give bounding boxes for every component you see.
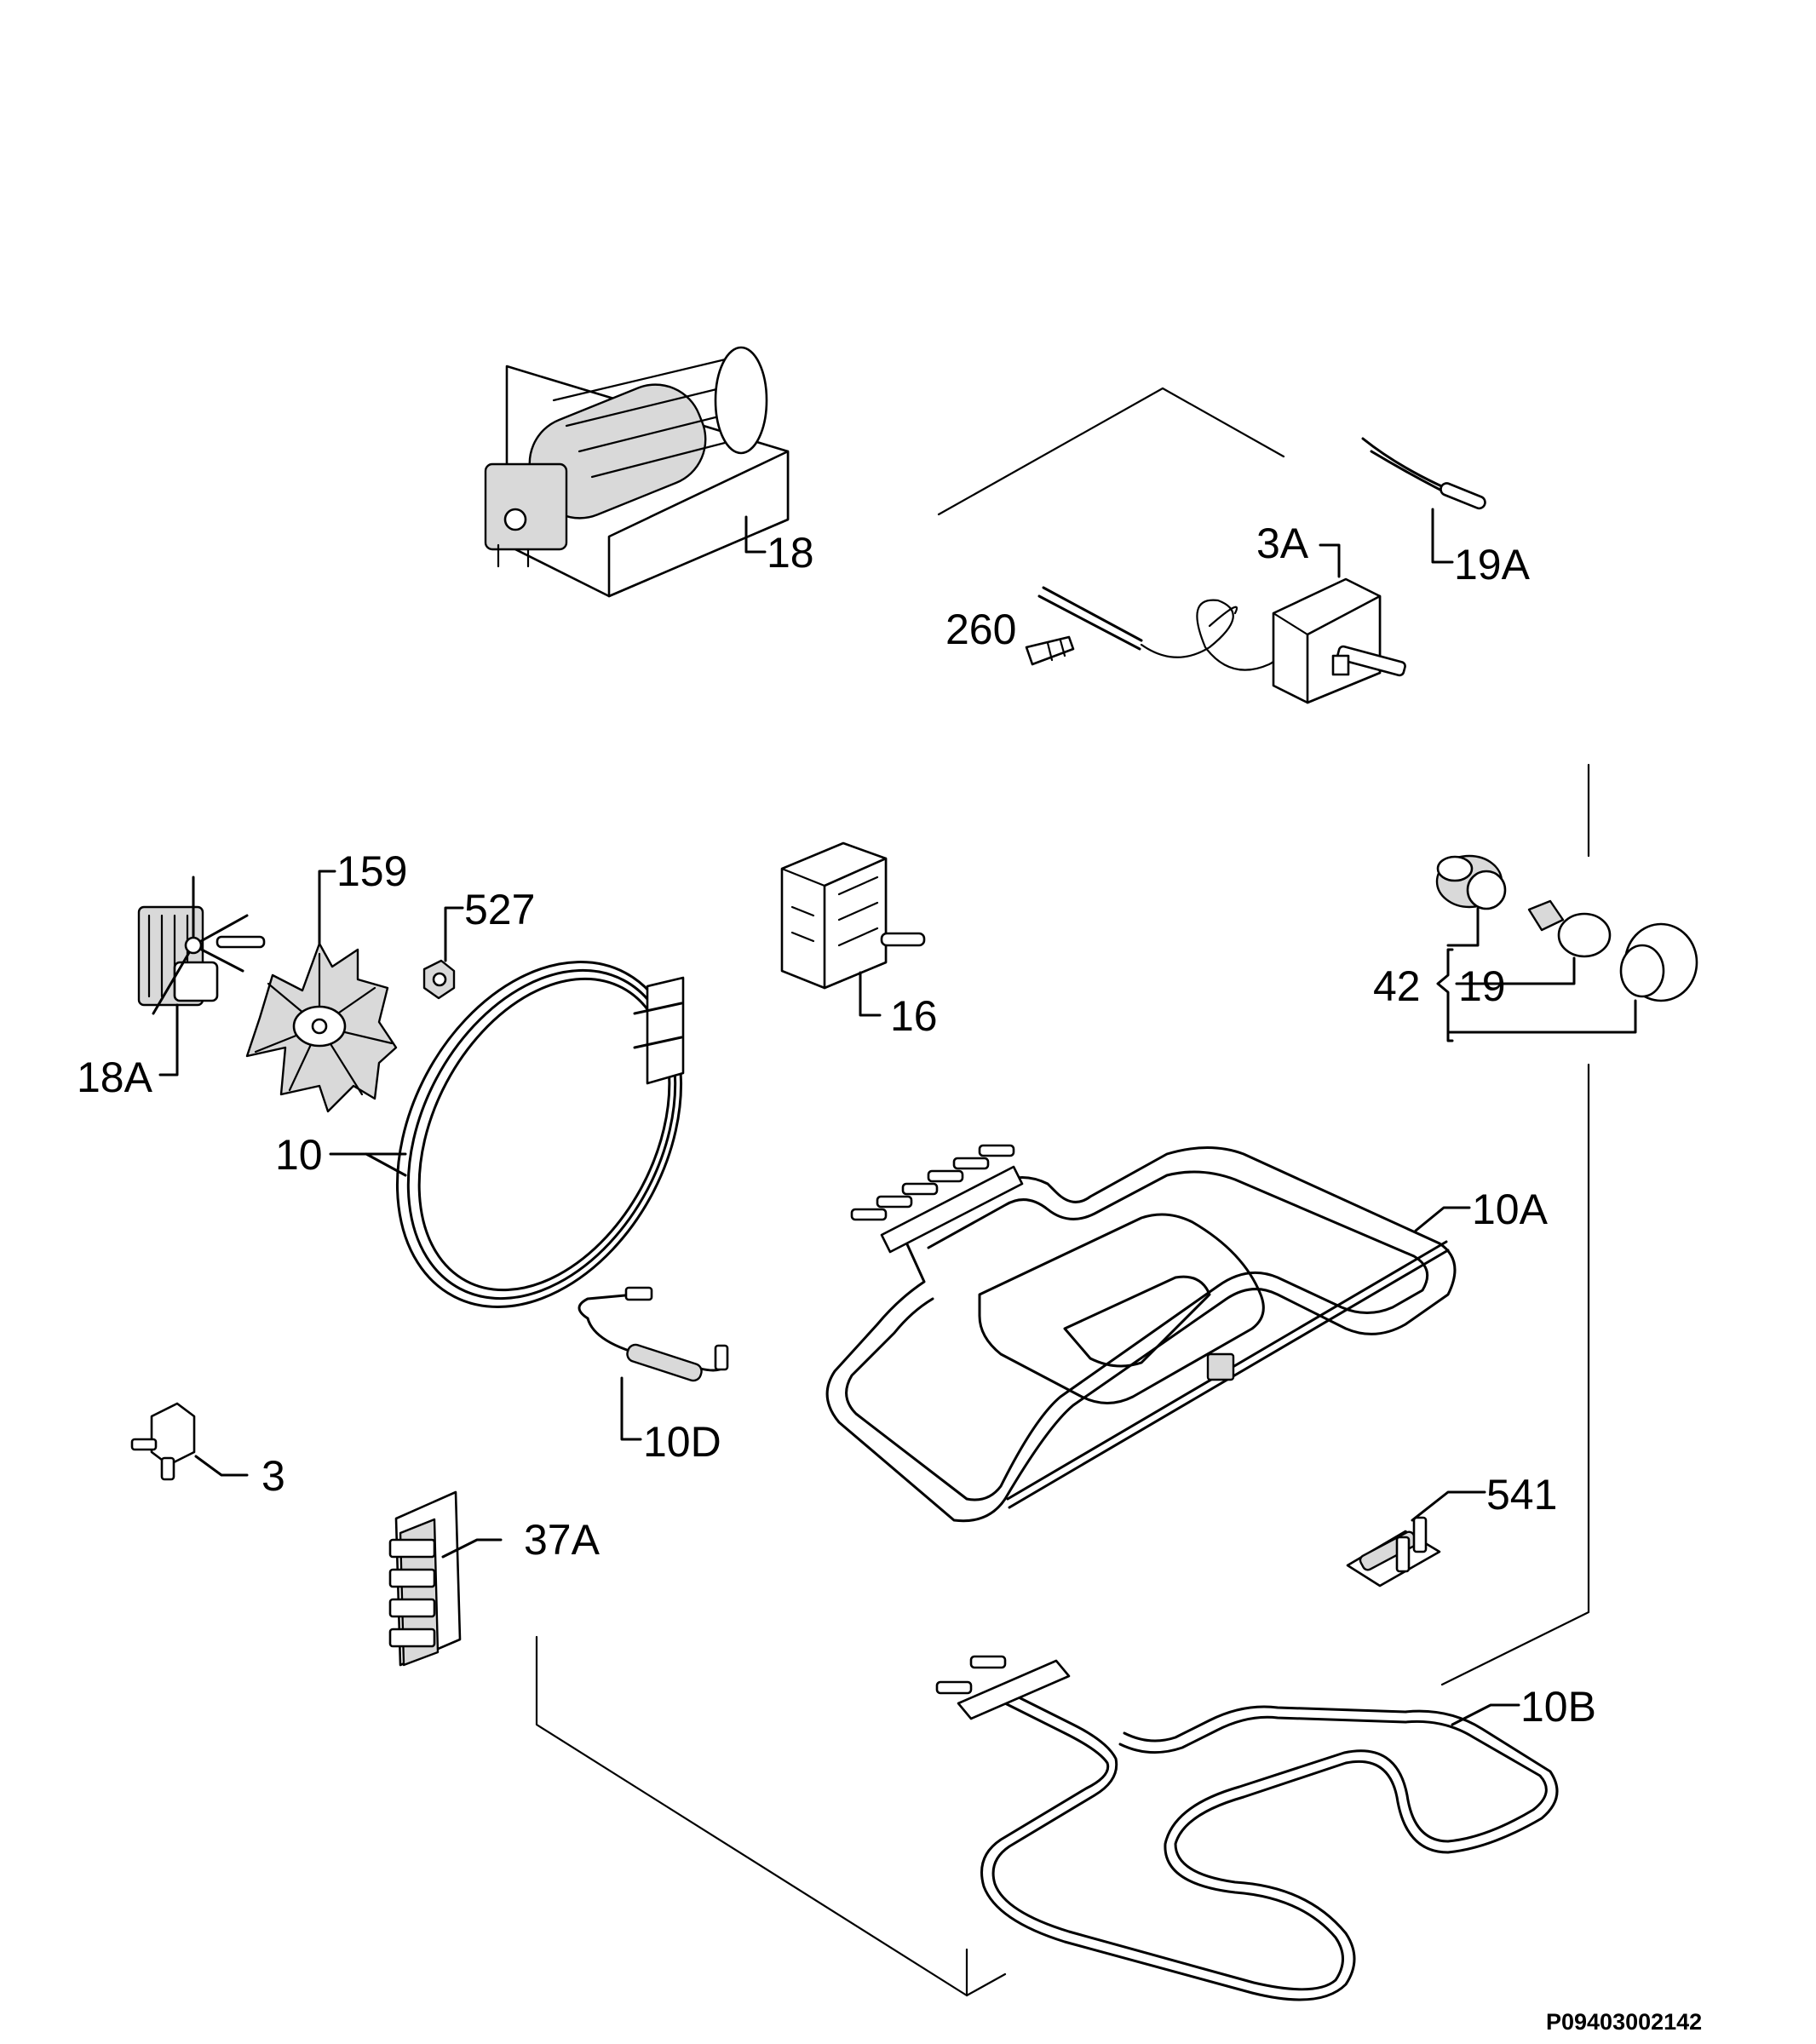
assembly-outline-right [1440, 763, 1590, 1686]
grill-element-10a-part [825, 1144, 1457, 1523]
selector-switch-16-part [780, 841, 926, 990]
leader-37a [441, 1538, 503, 1559]
thermostat-3a-part [1037, 577, 1406, 704]
label-3: 3 [261, 1452, 285, 1500]
label-18: 18 [767, 529, 814, 577]
label-19a: 19A [1454, 541, 1531, 589]
leader-159 [318, 870, 336, 945]
bracket-42 [1436, 907, 1637, 1042]
label-16: 16 [890, 992, 938, 1040]
leader-10-b [365, 1152, 407, 1177]
leader-10d [620, 1376, 642, 1441]
leader-10a [1414, 1206, 1471, 1232]
leader-3 [194, 1455, 249, 1477]
thermal-cutout-3-part [130, 1402, 196, 1481]
nut-527-part [422, 959, 456, 1000]
fan-blade-159-part [245, 942, 398, 1113]
leader-527 [444, 906, 464, 962]
clip-260-part [1025, 635, 1075, 666]
assembly-outline-bottom [535, 1635, 1007, 1997]
label-260: 260 [945, 606, 1016, 653]
leader-19a [1431, 508, 1454, 564]
label-19: 19 [1458, 962, 1506, 1010]
leader-541 [1411, 1490, 1486, 1522]
label-10: 10 [275, 1131, 323, 1179]
label-541: 541 [1486, 1471, 1557, 1519]
label-159: 159 [336, 847, 407, 895]
wire-19a-part [1361, 437, 1486, 510]
thermal-fuse-10d-part [578, 1286, 729, 1382]
leader-18 [744, 515, 767, 554]
lamp-bulb-part [1527, 899, 1612, 958]
leader-3a [1319, 543, 1341, 578]
drawing-code: P09403002142 [1546, 2009, 1702, 2035]
leader-16 [859, 971, 882, 1017]
label-10a: 10A [1472, 1186, 1549, 1233]
connector-541-part [1346, 1516, 1441, 1588]
bottom-element-10b-part [935, 1655, 1559, 2001]
lamp-holder-part [1435, 854, 1507, 910]
label-10d: 10D [643, 1418, 721, 1466]
circular-element-10-part [395, 961, 685, 1308]
leader-10b [1451, 1703, 1520, 1726]
label-527: 527 [464, 886, 535, 933]
assembly-outline-top [937, 387, 1285, 516]
label-10b: 10B [1520, 1683, 1596, 1731]
label-18a: 18A [77, 1054, 153, 1101]
leader-18a [158, 1003, 179, 1077]
label-3a: 3A [1256, 520, 1309, 567]
lamp-cover-part [1619, 922, 1698, 1002]
label-37a: 37A [524, 1516, 601, 1564]
label-42: 42 [1373, 962, 1421, 1010]
tangential-fan-part [484, 346, 790, 598]
terminal-block-37a-part [388, 1490, 462, 1667]
fan-motor-18a-part [137, 876, 266, 1015]
